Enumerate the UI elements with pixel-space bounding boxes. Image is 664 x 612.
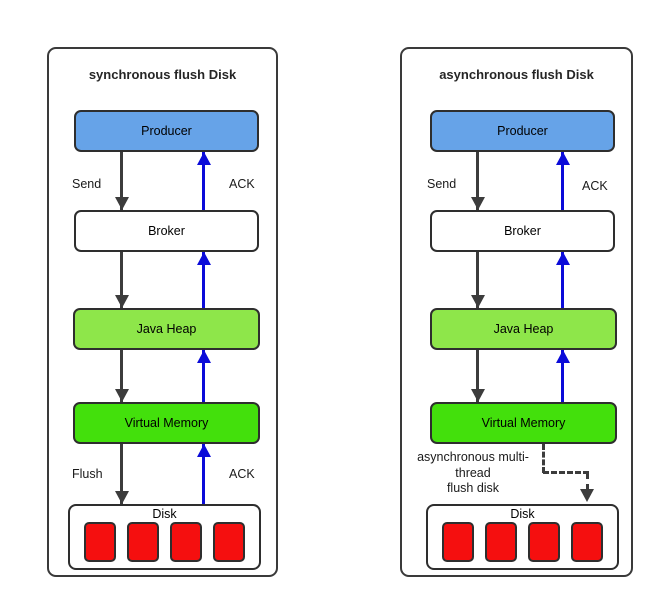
ack-label: ACK (582, 179, 608, 193)
disk-node: Disk (426, 504, 619, 570)
async-flush-dashed-arrow-segment (586, 473, 589, 490)
java-heap-node: Java Heap (73, 308, 260, 350)
virtual-memory-label: Virtual Memory (481, 416, 566, 430)
flush-note: asynchronous multi- thread flush disk (417, 450, 529, 495)
send-arrow (476, 152, 479, 210)
disk-label: Disk (152, 507, 177, 521)
broker-label: Broker (504, 224, 541, 238)
heap-to-vm-arrow (476, 350, 479, 402)
java-heap-label: Java Heap (136, 322, 197, 336)
panel-title: synchronous flush Disk (88, 67, 237, 82)
disk-cell-row (428, 522, 617, 562)
java-heap-node: Java Heap (430, 308, 617, 350)
disk-cell (528, 522, 560, 562)
broker-to-heap-arrow (476, 252, 479, 308)
flush-label: Flush (72, 467, 103, 481)
sync-flush-panel: synchronous flush Disk Producer Send ACK… (47, 47, 278, 577)
virtual-memory-node: Virtual Memory (73, 402, 260, 444)
broker-label: Broker (148, 224, 185, 238)
virtual-memory-label: Virtual Memory (124, 416, 209, 430)
disk-label: Disk (510, 507, 535, 521)
panel-title: asynchronous flush Disk (439, 67, 594, 82)
async-flush-dashed-arrow-segment (542, 444, 545, 473)
disk-cell (485, 522, 517, 562)
send-arrow (120, 152, 123, 210)
async-flush-panel: asynchronous flush Disk Producer Send AC… (400, 47, 633, 577)
heap-to-vm-arrow (120, 350, 123, 402)
producer-label: Producer (497, 124, 548, 138)
java-heap-label: Java Heap (493, 322, 554, 336)
disk-cell-row (70, 522, 259, 562)
disk-cell (127, 522, 159, 562)
ack-label: ACK (229, 467, 255, 481)
ack-arrow (202, 152, 205, 210)
virtual-memory-node: Virtual Memory (430, 402, 617, 444)
broker-to-heap-arrow (120, 252, 123, 308)
producer-node: Producer (74, 110, 259, 152)
producer-label: Producer (141, 124, 192, 138)
disk-cell (170, 522, 202, 562)
disk-cell (213, 522, 245, 562)
ack-label: ACK (229, 177, 255, 191)
disk-cell (571, 522, 603, 562)
vm-ack-arrow (202, 350, 205, 402)
disk-cell (442, 522, 474, 562)
disk-ack-arrow (202, 444, 205, 504)
broker-node: Broker (74, 210, 259, 252)
vm-ack-arrow (561, 350, 564, 402)
flush-arrow (120, 444, 123, 504)
async-flush-dashed-arrow-segment (543, 471, 589, 474)
send-label: Send (72, 177, 102, 191)
heap-ack-arrow (202, 252, 205, 308)
producer-node: Producer (430, 110, 615, 152)
broker-node: Broker (430, 210, 615, 252)
send-label: Send (427, 177, 457, 191)
disk-cell (84, 522, 116, 562)
async-flush-dashed-arrowhead (580, 489, 594, 502)
disk-node: Disk (68, 504, 261, 570)
heap-ack-arrow (561, 252, 564, 308)
ack-arrow (561, 152, 564, 210)
